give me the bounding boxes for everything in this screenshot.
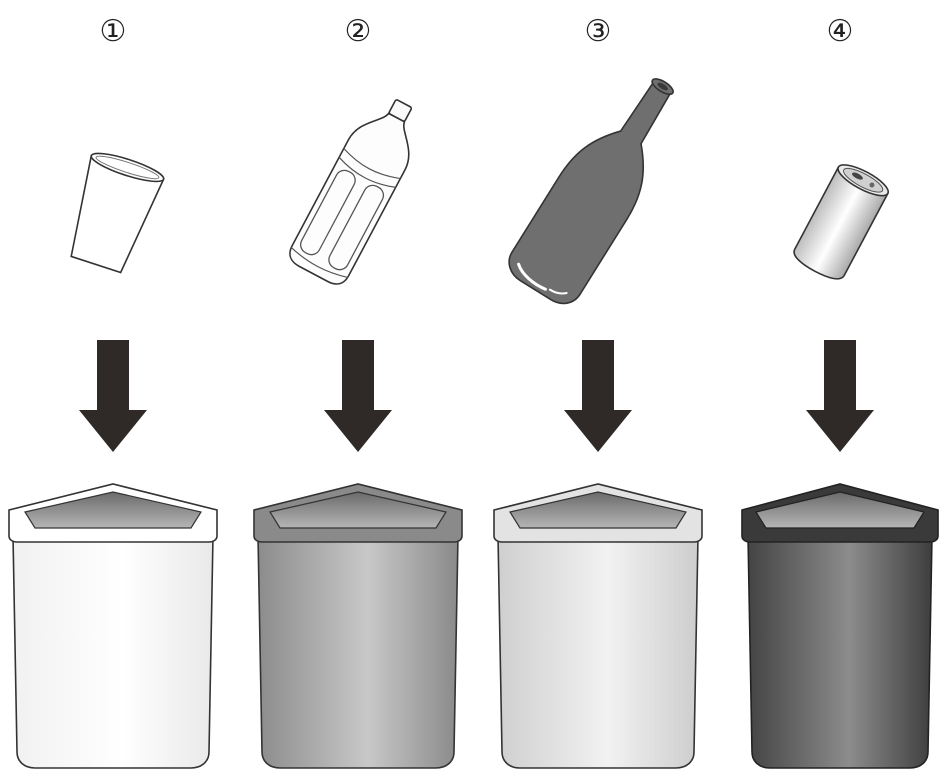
step-number: ② [243, 14, 473, 50]
column-2: ② [243, 0, 473, 775]
step-number: ① [0, 14, 228, 50]
step-number: ④ [725, 14, 939, 50]
column-4: ④ [725, 0, 939, 775]
step-number: ③ [483, 14, 713, 50]
column-1: ① [0, 0, 228, 775]
column-3: ③ [483, 0, 713, 775]
